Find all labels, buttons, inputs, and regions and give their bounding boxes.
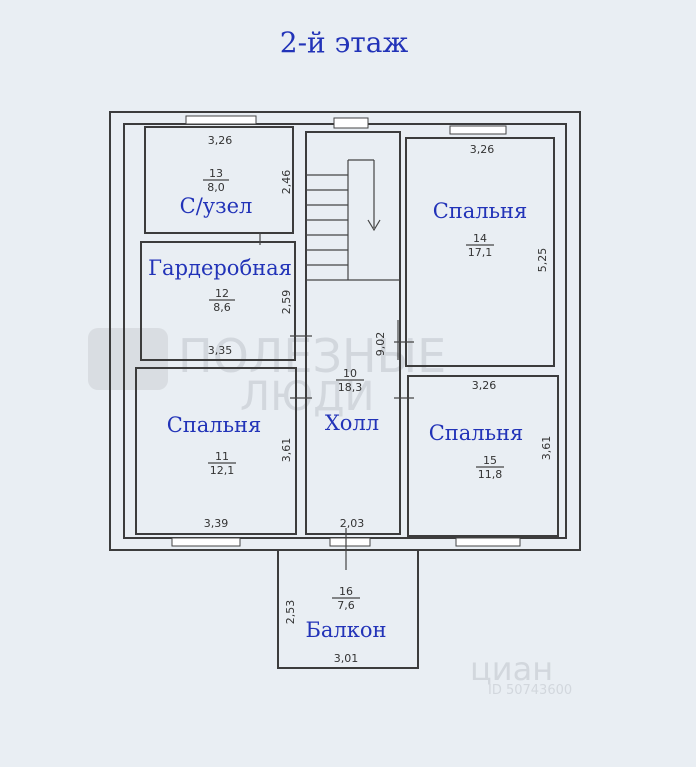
window-13 — [185, 115, 257, 125]
room-11-number: 11 — [215, 450, 229, 463]
watermark-logo-icon — [88, 328, 168, 390]
watermark-cian: циан — [470, 650, 553, 688]
room-16-number: 16 — [339, 585, 353, 598]
outer-wall — [109, 111, 581, 551]
room-11-outline — [135, 367, 297, 535]
room-13-name: С/узел — [180, 194, 253, 218]
watermark-cian-id: ID 50743600 — [488, 683, 572, 698]
outer-wall-inner-line — [123, 123, 567, 539]
window-14 — [449, 125, 507, 135]
room-10-number: 10 — [343, 367, 357, 380]
dim-r13-height: 2,46 — [280, 170, 293, 195]
room-14-outline — [405, 137, 555, 367]
room-10-name: Холл — [325, 411, 379, 435]
room-16-name: Балкон — [305, 618, 386, 642]
staircase-icon — [306, 159, 381, 280]
watermark: ПОЛЕЗНЫЕ ЛЮДИ циан ID 50743600 — [88, 328, 572, 698]
dim-r11-height: 3,61 — [280, 438, 293, 463]
window-balcony-door — [329, 537, 371, 547]
dim-balcony-height: 2,53 — [284, 600, 297, 625]
window-11 — [171, 537, 241, 547]
room-14-area: 17,1 — [468, 246, 493, 259]
room-12-number: 12 — [215, 287, 229, 300]
room-13-outline — [144, 126, 294, 234]
room-15-area: 11,8 — [478, 468, 503, 481]
room-10-area: 18,3 — [338, 381, 363, 394]
dim-r15-height: 3,61 — [540, 436, 553, 461]
room-15-outline — [407, 375, 559, 537]
dim-r11-width: 3,39 — [204, 517, 229, 530]
window-15 — [455, 537, 521, 547]
room-13-number: 13 — [209, 167, 223, 180]
room-10-outline — [305, 131, 401, 535]
dim-r14-height: 5,25 — [536, 248, 549, 273]
dim-r12-height: 2,59 — [280, 290, 293, 315]
room-14-number: 14 — [473, 232, 487, 245]
dim-r13-width: 3,26 — [208, 134, 233, 147]
room-15-number: 15 — [483, 454, 497, 467]
room-15-name: Спальня — [429, 421, 524, 445]
room-13-area: 8,0 — [207, 181, 225, 194]
dim-r14-width: 3,26 — [470, 143, 495, 156]
watermark-line1: ПОЛЕЗНЫЕ — [178, 329, 446, 383]
room-11-name: Спальня — [167, 413, 262, 437]
dim-hall-width: 2,03 — [340, 517, 365, 530]
room-14-name: Спальня — [433, 199, 528, 223]
room-12-area: 8,6 — [213, 301, 231, 314]
dim-r15-width: 3,26 — [472, 379, 497, 392]
plan-title: 2-й этаж — [280, 26, 409, 59]
window-hall-top — [333, 117, 369, 129]
room-12-outline — [140, 241, 296, 361]
room-16-area: 7,6 — [337, 599, 355, 612]
dim-r12-width: 3,35 — [208, 344, 233, 357]
balcony-outline — [277, 550, 419, 669]
door-marks — [259, 232, 414, 570]
watermark-line2: ЛЮДИ — [240, 374, 374, 420]
room-12-name: Гардеробная — [148, 256, 292, 280]
room-11-area: 12,1 — [210, 464, 235, 477]
dim-hall-height: 9,02 — [374, 332, 387, 357]
dim-balcony-width: 3,01 — [334, 652, 359, 665]
